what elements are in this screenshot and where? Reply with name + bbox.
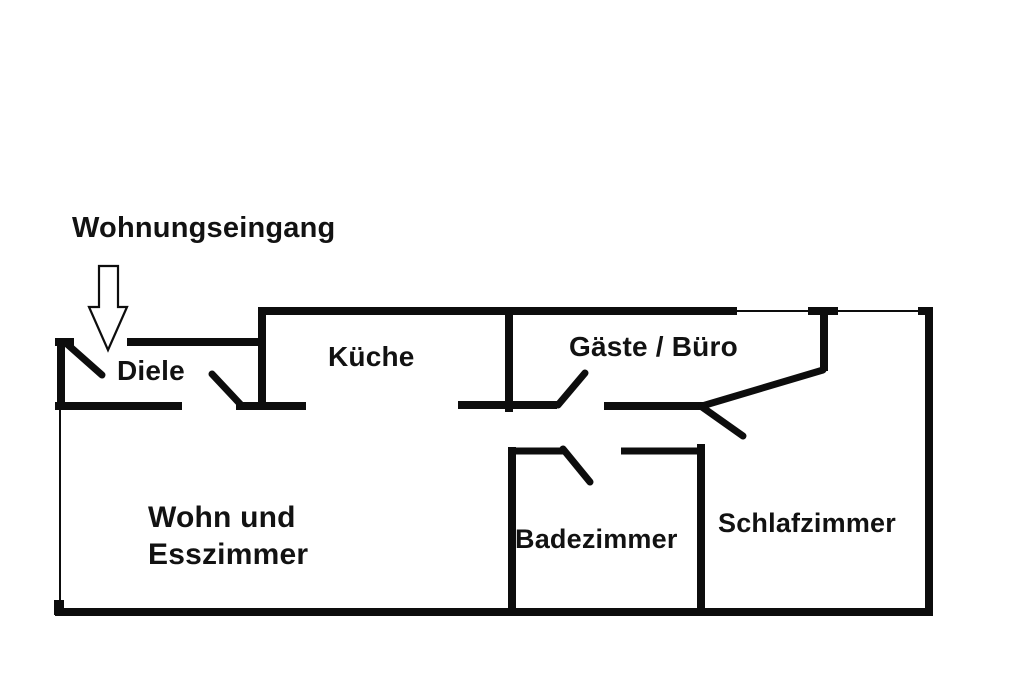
door-swings-group [63, 340, 827, 486]
room-label-gaeste-buero: Gäste / Büro [569, 331, 738, 362]
room-label-kueche: Küche [328, 341, 415, 372]
door-leaf-schlafzimmer-long [698, 366, 827, 410]
room-label-wohn-line1: Wohn und [148, 501, 296, 534]
door-leaf-entry [63, 340, 106, 379]
room-label-wohn-esszimmer: Wohn und Esszimmer [148, 499, 308, 573]
door-leaf-badezimmer [559, 445, 594, 486]
room-label-schlafzimmer: Schlafzimmer [718, 508, 896, 538]
room-label-badezimmer: Badezimmer [515, 524, 678, 554]
room-label-diele: Diele [117, 355, 185, 386]
thin-lines-group [59, 310, 929, 610]
entrance-label: Wohnungseingang [72, 212, 336, 244]
entrance-arrow-icon [87, 264, 129, 353]
door-leaf-schlafzimmer-short [698, 403, 747, 440]
wall-corner-block [54, 600, 64, 615]
door-leaf-diele [208, 370, 246, 410]
room-label-wohn-line2: Esszimmer [148, 538, 309, 571]
door-leaf-gaeste [554, 369, 589, 409]
